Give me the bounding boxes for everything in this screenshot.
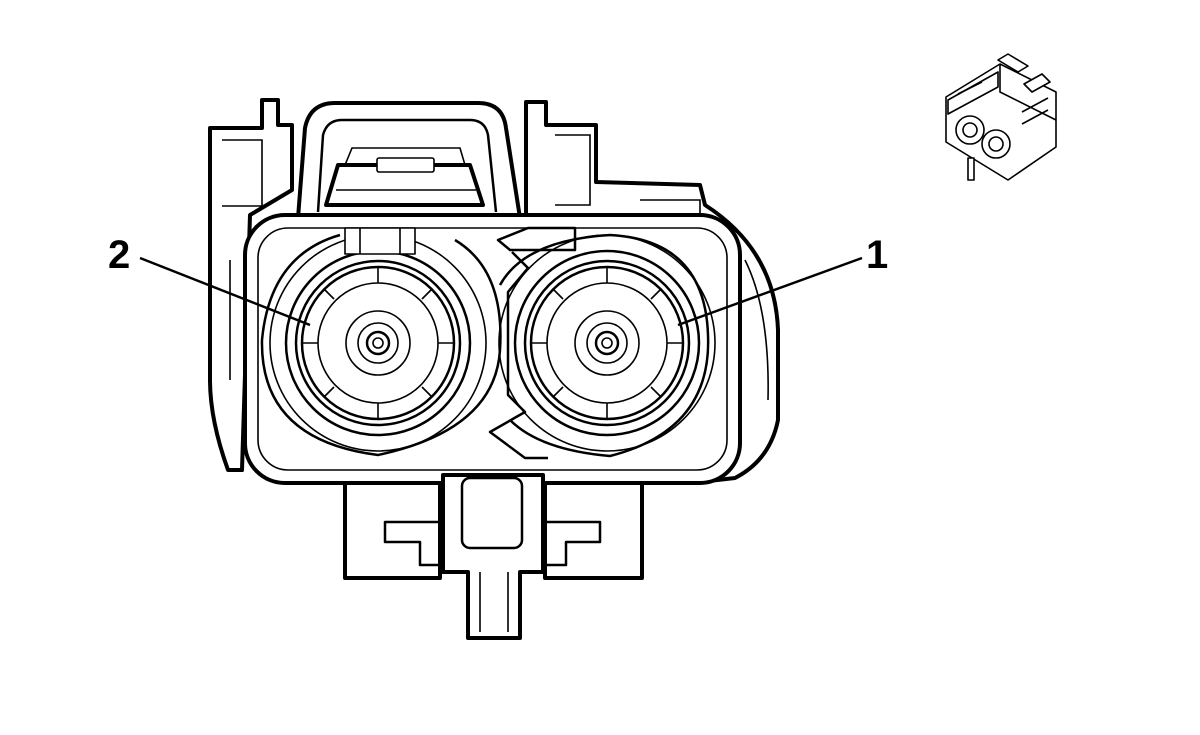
connector-face-view: [139, 98, 863, 640]
cavity-1: [498, 233, 716, 458]
face-body: [243, 213, 742, 485]
center-key: [460, 476, 524, 550]
connector-thumbnail: [945, 53, 1057, 181]
latch-ramp: [324, 163, 485, 207]
bottom-tab-center: [441, 473, 545, 640]
callout-label-1: 1: [866, 233, 888, 277]
leader-line-2: [139, 256, 311, 327]
leader-line-1: [677, 256, 863, 327]
callout-label-2: 2: [108, 233, 130, 277]
bottom-tab-left: [343, 481, 442, 580]
cavity-2: [260, 227, 502, 457]
